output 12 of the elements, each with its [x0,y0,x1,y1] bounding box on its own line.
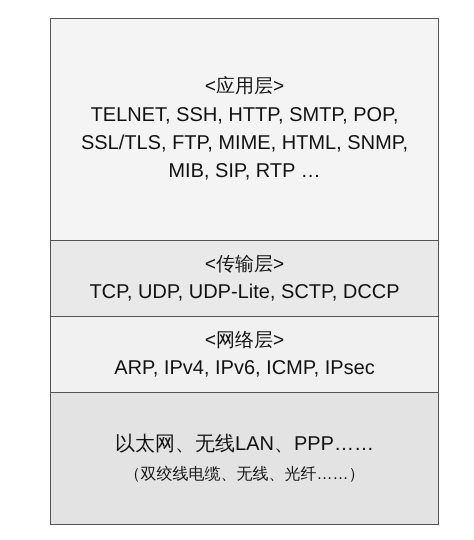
layer-band [50,18,439,241]
layer-title: <传输层> [204,252,284,277]
protocol-list: TELNET, SSH, HTTP, SMTP, POP, SSL/TLS, FTP, MIME, HTML, SNMP, MIB, SIP, RTP … [74,100,414,185]
protocol-list: ARP, IPv4, IPv6, ICMP, IPsec [114,354,375,382]
layer-band [50,316,439,394]
protocol-list: TCP, UDP, UDP-Lite, SCTP, DCCP [89,278,400,306]
protocol-list: 以太网、无线LAN、PPP…… [115,430,374,458]
layer-title: <网络层> [204,328,284,353]
layer-title: <应用层> [204,75,284,100]
medium-note: （双绞线电缆、无线、光纤……） [124,464,364,486]
layer-band [50,240,439,318]
layer-band [50,392,439,525]
